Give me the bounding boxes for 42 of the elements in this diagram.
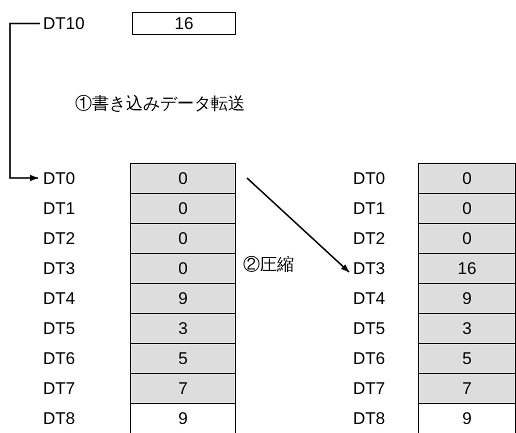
value-cell: 3 xyxy=(130,313,236,343)
edge-label: ②圧縮 xyxy=(243,256,294,273)
register-label: DT2 xyxy=(42,228,76,250)
value-cell: 7 xyxy=(130,373,236,403)
register-label: DT4 xyxy=(352,288,386,310)
value-cell: 7 xyxy=(418,373,516,403)
register-label: DT6 xyxy=(352,348,386,370)
value-cell: 0 xyxy=(130,193,236,223)
register-label: DT1 xyxy=(352,198,386,220)
register-label: DT8 xyxy=(352,408,386,430)
value-cell: 9 xyxy=(418,283,516,313)
value-cell: 0 xyxy=(418,193,516,223)
value-cell: 0 xyxy=(418,163,516,193)
register-label: DT5 xyxy=(352,318,386,340)
note-text: ①書き込みデータ転送 xyxy=(75,95,245,112)
value-cell: 16 xyxy=(132,12,236,35)
value-cell: 9 xyxy=(130,283,236,313)
value-cell: 0 xyxy=(418,223,516,253)
value-cell: 5 xyxy=(130,343,236,373)
register-label: DT5 xyxy=(42,318,76,340)
value-cell: 5 xyxy=(418,343,516,373)
value-cell: 16 xyxy=(418,253,516,283)
value-cell: 0 xyxy=(130,223,236,253)
value-cell: 0 xyxy=(130,163,236,193)
register-label: DT7 xyxy=(352,378,386,400)
arrow xyxy=(9,22,40,182)
value-cell: 9 xyxy=(418,403,516,433)
value-cell: 9 xyxy=(130,403,236,433)
register-label: DT1 xyxy=(42,198,76,220)
register-label: DT7 xyxy=(42,378,76,400)
value-cell: 3 xyxy=(418,313,516,343)
register-label: DT6 xyxy=(42,348,76,370)
register-label: DT0 xyxy=(352,168,386,190)
register-label: DT8 xyxy=(42,408,76,430)
value-cell: 0 xyxy=(130,253,236,283)
arrow xyxy=(246,177,350,273)
register-label: DT10 xyxy=(42,13,86,35)
register-label: DT3 xyxy=(42,258,76,280)
register-label: DT3 xyxy=(352,258,386,280)
register-label: DT4 xyxy=(42,288,76,310)
register-label: DT2 xyxy=(352,228,386,250)
register-label: DT0 xyxy=(42,168,76,190)
